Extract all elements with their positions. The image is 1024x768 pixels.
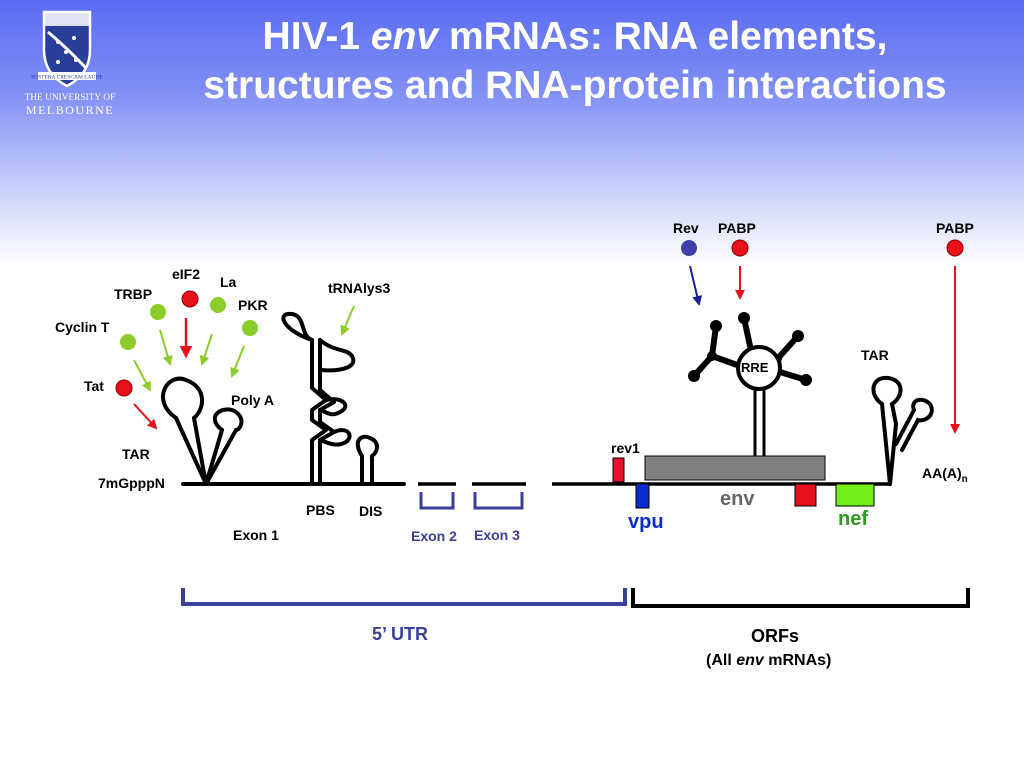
title-line-1: HIV-1 env mRNAs: RNA elements, [130, 12, 1020, 61]
tar3-stem-b [888, 422, 898, 486]
rre-knob-4 [792, 330, 804, 342]
pkr-arrow [230, 345, 245, 378]
polya-stem-left-strand [204, 428, 224, 486]
rre-circle [736, 345, 782, 391]
all-pre-text: (All [706, 652, 737, 669]
label-cap: 7mGpppN [98, 475, 165, 491]
five-prime-utr-structure [161, 311, 406, 486]
university-name-line2: MELBOURNE [25, 103, 115, 117]
three-prime-tar [871, 375, 934, 486]
label-nef: nef [838, 508, 868, 530]
title-italic-env: env [370, 15, 439, 58]
polya-tail-text: AA(A) [922, 465, 962, 481]
vpu-box [635, 483, 650, 509]
label-rev: Rev [673, 220, 699, 236]
pbs-loop [281, 311, 314, 342]
tar-stem-right-strand [192, 416, 208, 486]
tar3-loop [871, 375, 903, 426]
trbp-dot [150, 304, 166, 320]
trbp-arrow [159, 329, 173, 366]
orfs-bracket [631, 588, 970, 608]
polya-loop [212, 407, 244, 432]
tat-dot [115, 379, 133, 397]
rev-exon2-box [794, 483, 817, 507]
page-title: HIV-1 env mRNAs: RNA elements, structure… [130, 12, 1020, 110]
title-pre: HIV-1 [262, 15, 371, 58]
label-pkr: PKR [238, 297, 268, 313]
label-env: env [720, 488, 755, 510]
la-arrow [199, 333, 213, 366]
label-trbp: TRBP [114, 286, 153, 302]
pabp-right-dot [946, 239, 964, 257]
utr-bracket [181, 588, 627, 606]
label-vpu: vpu [628, 511, 664, 533]
polya-tail-subscript: n [961, 473, 968, 485]
label-cyclin-t: Cyclin T [55, 319, 110, 335]
pbs-bulge-upper [318, 397, 348, 417]
label-exon1: Exon 1 [233, 527, 279, 543]
university-logo: POSTERA CRESCAM LAUDE THE UNIVERSITY OF … [8, 8, 126, 118]
rre-knob-1 [710, 320, 722, 332]
rev-arrow [689, 265, 703, 306]
rre-knob-6 [707, 351, 717, 361]
label-dis: DIS [359, 503, 383, 519]
label-la: La [220, 274, 237, 290]
la-dot [210, 297, 226, 313]
nef-box [835, 483, 875, 507]
rre-knob-3 [738, 312, 750, 324]
label-eif2: eIF2 [172, 266, 201, 282]
exon2-bracket [419, 492, 455, 510]
rre-knob-5 [800, 374, 812, 386]
dis-stem-loop [355, 434, 379, 486]
label-poly-a: Poly A [231, 392, 275, 408]
exon3-bracket [473, 492, 524, 510]
label-polya-tail: AA(A)n [922, 465, 968, 485]
pbs-bulge-lower [318, 428, 352, 447]
label-orfs: ORFs [751, 626, 800, 646]
title-line-2: structures and RNA-protein interactions [203, 64, 947, 107]
university-name-line1: THE UNIVERSITY OF [24, 92, 116, 102]
logo-motto: POSTERA CRESCAM LAUDE [31, 75, 103, 81]
pabp-mid-dot [731, 239, 749, 257]
pkr-dot [242, 320, 258, 336]
tar3-side-loop [894, 397, 934, 452]
title-post: mRNAs: RNA elements, [438, 15, 888, 58]
label-tat: Tat [84, 378, 104, 394]
env-box [644, 455, 826, 481]
rev-dot [681, 240, 697, 256]
pbs-stem-right [318, 338, 336, 486]
rev1-box [612, 457, 625, 483]
university-crest-icon: POSTERA CRESCAM LAUDE [31, 10, 104, 88]
label-rev1: rev1 [611, 440, 640, 456]
label-exon2: Exon 2 [411, 528, 457, 544]
trna-arrow [340, 305, 355, 336]
pbs-side-loop [318, 338, 356, 373]
label-trna: tRNAlys3 [328, 280, 391, 296]
tar-loop [161, 376, 204, 420]
all-post-text: mRNAs) [763, 652, 832, 669]
label-exon3: Exon 3 [474, 527, 520, 543]
polya-stem-right-strand [204, 428, 238, 486]
cyclin-t-dot [120, 334, 136, 350]
eif2-dot [181, 290, 199, 308]
cyclin-t-arrow [133, 359, 151, 392]
pbs-stem-left [310, 338, 328, 486]
label-utr: 5’ UTR [372, 624, 429, 644]
label-pabp-mid: PABP [718, 220, 756, 236]
label-pabp-right: PABP [936, 220, 974, 236]
rre-knob-2 [688, 370, 700, 382]
label-pbs: PBS [306, 502, 335, 518]
label-all-env-mrnas: (All env mRNAs) [706, 652, 831, 670]
exon-brackets [419, 492, 524, 510]
tat-arrow [133, 403, 158, 430]
rre-knobs [688, 312, 812, 386]
all-italic-env: env [736, 652, 764, 669]
label-tar-right: TAR [861, 347, 889, 363]
label-rre: RRE [741, 360, 769, 375]
label-tar-left: TAR [122, 446, 150, 462]
